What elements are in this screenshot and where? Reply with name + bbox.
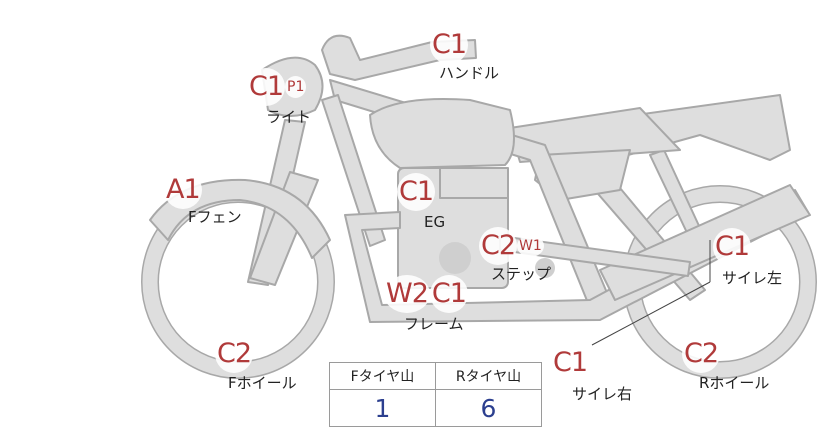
step-grade: C2 xyxy=(479,227,518,265)
front-tread-value: 1 xyxy=(329,389,436,427)
frame-callout: W2 C1 xyxy=(384,275,468,313)
handle-grade: C1 xyxy=(430,26,469,64)
f-fender-label: Fフェン xyxy=(188,208,242,226)
f-wheel-callout: C2 xyxy=(215,335,254,373)
frame-grade-1: W2 xyxy=(384,275,430,313)
r-wheel-label: Rホイール xyxy=(699,374,770,392)
step-sub-grade: W1 xyxy=(517,235,544,257)
f-wheel-grade: C2 xyxy=(215,335,254,373)
step-label: ステップ xyxy=(491,265,552,283)
side-cover-left-callout: C1 xyxy=(713,228,752,266)
f-wheel-label: Fホイール xyxy=(228,374,297,392)
light-label: ライト xyxy=(266,108,312,126)
engine-grade: C1 xyxy=(397,173,436,211)
f-fender-grade: A1 xyxy=(164,171,202,209)
side-cover-left-grade: C1 xyxy=(713,228,752,266)
fuel-tank-shape xyxy=(369,98,515,169)
side-cover-right-callout: C1 xyxy=(551,344,590,382)
side-cover-right-label: サイレ右 xyxy=(572,385,633,403)
r-wheel-grade: C2 xyxy=(682,335,721,373)
engine-label: EG xyxy=(424,213,446,231)
tire-tread-header-row: Fタイヤ山 Rタイヤ山 xyxy=(329,362,542,390)
f-fender-callout: A1 xyxy=(164,171,202,209)
rear-tread-header: Rタイヤ山 xyxy=(435,362,542,390)
step-callout: C2 W1 xyxy=(479,227,544,265)
handle-label: ハンドル xyxy=(439,64,500,82)
light-callout: C1 P1 xyxy=(247,68,307,106)
light-grade: C1 xyxy=(247,68,286,106)
handle-callout: C1 xyxy=(430,26,469,64)
frame-label: フレーム xyxy=(404,315,464,333)
side-cover-right-grade: C1 xyxy=(551,344,590,382)
front-tread-header: Fタイヤ山 xyxy=(329,362,436,390)
tire-tread-value-row: 1 6 xyxy=(329,389,542,427)
tire-tread-table: Fタイヤ山 Rタイヤ山 1 6 xyxy=(329,362,542,427)
side-cover-left-label: サイレ左 xyxy=(722,269,783,287)
engine-callout: C1 xyxy=(397,173,436,211)
light-sub-grade: P1 xyxy=(285,76,307,98)
frame-grade-2: C1 xyxy=(429,275,468,313)
rear-tread-value: 6 xyxy=(435,389,542,427)
r-wheel-callout: C2 xyxy=(682,335,721,373)
